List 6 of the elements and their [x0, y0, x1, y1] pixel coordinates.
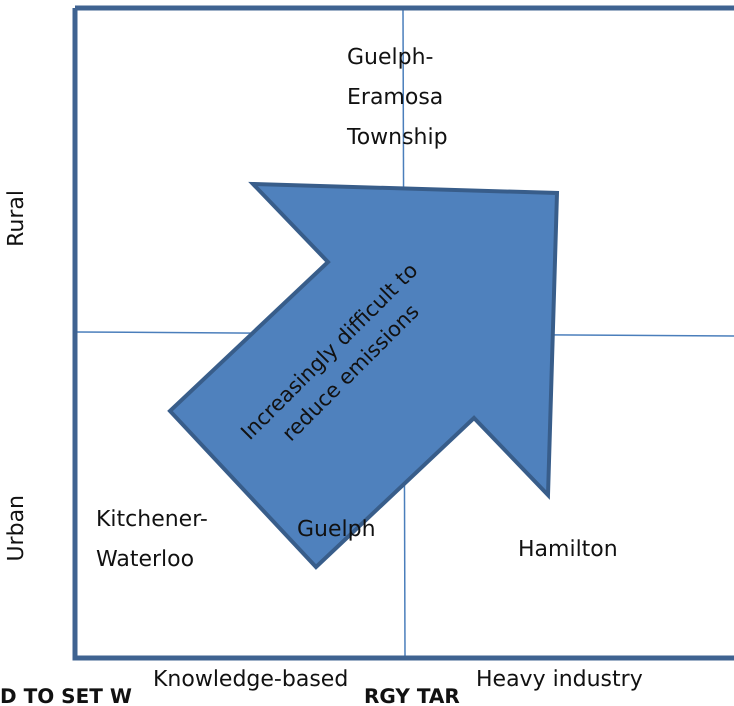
place-label: Kitchener-Waterloo [96, 506, 209, 574]
heading-fragment: RGY TAR [364, 684, 460, 706]
axis-label: Rural [3, 190, 30, 247]
axis-label: Urban [3, 495, 30, 562]
place-label: Hamilton [518, 536, 618, 564]
heading-fragment: D TO SET W [0, 684, 132, 706]
